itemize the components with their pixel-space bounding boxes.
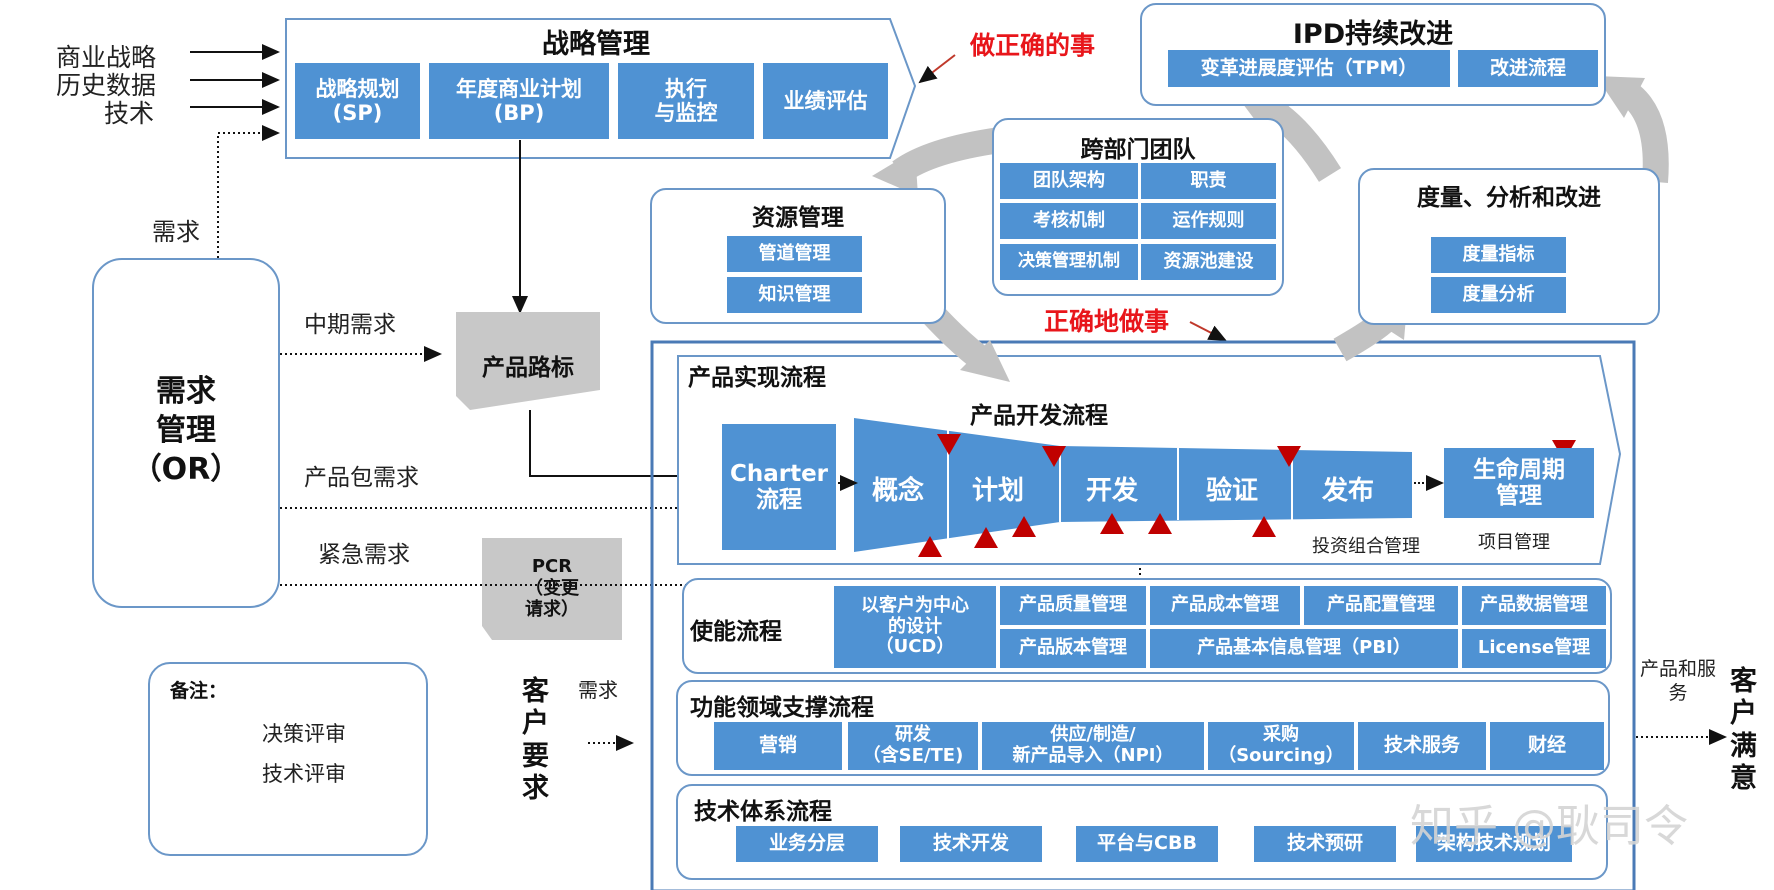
demand-mgmt-title: 需求 管理 （OR） <box>131 374 241 487</box>
do-things-right-label: 正确地做事 <box>1044 307 1170 336</box>
enabling-config[interactable]: 产品配置管理 <box>1304 586 1458 625</box>
enabling-ucd[interactable]: 以客户为中心 的设计 （UCD） <box>834 586 996 668</box>
measure-title: 度量、分析和改进 <box>1417 185 1601 211</box>
strategy-title: 战略管理 <box>542 29 650 60</box>
strategy-item-bp[interactable]: 年度商业计划 (BP) <box>429 63 609 139</box>
team-item-assessment[interactable]: 考核机制 <box>1000 203 1138 239</box>
tech-title: 技术体系流程 <box>694 799 832 825</box>
resource-item-knowledge[interactable]: 知识管理 <box>727 277 862 313</box>
strategy-item-execution[interactable]: 执行 与监控 <box>618 63 754 139</box>
project-management-label: 项目管理 <box>1478 532 1550 553</box>
input-historical-data: 历史数据 <box>56 71 157 100</box>
legend-decision-review: 决策评审 <box>262 722 346 746</box>
legend-technical-review: 技术评审 <box>262 762 346 786</box>
input-technology: 技术 <box>104 99 155 128</box>
team-item-duty[interactable]: 职责 <box>1141 163 1276 199</box>
portfolio-management-label: 投资组合管理 <box>1312 536 1420 557</box>
enabling-quality[interactable]: 产品质量管理 <box>1000 586 1146 625</box>
tech-development[interactable]: 技术开发 <box>900 826 1042 862</box>
tech-business-layer[interactable]: 业务分层 <box>736 826 878 862</box>
charter-process[interactable]: Charter 流程 <box>722 424 836 550</box>
functional-title: 功能领域支撑流程 <box>690 695 874 721</box>
mid-term-demand-label: 中期需求 <box>304 312 396 338</box>
phase-release[interactable]: 发布 <box>1322 476 1375 506</box>
functional-finance[interactable]: 财经 <box>1490 722 1604 770</box>
strategy-item-sp[interactable]: 战略规划 (SP) <box>295 63 420 139</box>
lifecycle-management[interactable]: 生命周期 管理 <box>1444 448 1594 518</box>
products-services-label: 产品和服 务 <box>1640 658 1717 704</box>
measure-item-metrics[interactable]: 度量指标 <box>1431 237 1566 273</box>
dev-process-title: 产品开发流程 <box>970 403 1108 429</box>
functional-supply[interactable]: 供应/制造/ 新产品导入（NPI） <box>982 722 1204 770</box>
pcr-change-request[interactable]: PCR （变更 请求） <box>525 556 579 621</box>
input-business-strategy: 商业战略 <box>56 43 157 72</box>
customer-satisfaction-label: 客 户 满 意 <box>1730 666 1757 795</box>
cross-team-title: 跨部门团队 <box>1080 137 1196 163</box>
watermark: 知乎 @耿司令 <box>1410 801 1688 852</box>
functional-sourcing[interactable]: 采购 （Sourcing） <box>1208 722 1354 770</box>
package-demand-label: 产品包需求 <box>304 465 419 491</box>
ipd-item-improve[interactable]: 改进流程 <box>1458 50 1598 87</box>
realization-title: 产品实现流程 <box>688 365 826 391</box>
enabling-license[interactable]: License管理 <box>1462 629 1606 668</box>
ipd-item-tpm[interactable]: 变革进展度评估（TPM） <box>1168 50 1450 87</box>
tech-research[interactable]: 技术预研 <box>1254 826 1396 862</box>
functional-tech-service[interactable]: 技术服务 <box>1358 722 1486 770</box>
demand-label: 需求 <box>152 218 200 246</box>
phase-plan[interactable]: 计划 <box>972 476 1025 506</box>
phase-verify[interactable]: 验证 <box>1206 476 1259 506</box>
phase-develop[interactable]: 开发 <box>1086 476 1139 506</box>
tech-platform-cbb[interactable]: 平台与CBB <box>1076 826 1218 862</box>
enabling-cost[interactable]: 产品成本管理 <box>1150 586 1300 625</box>
enabling-pbi[interactable]: 产品基本信息管理（PBI） <box>1150 629 1458 668</box>
resource-item-pipeline[interactable]: 管道管理 <box>727 236 862 272</box>
customer-requirement-label: 客 户 要 求 <box>522 676 549 805</box>
resource-title: 资源管理 <box>752 205 844 231</box>
functional-rd[interactable]: 研发 （含SE/TE) <box>848 722 978 770</box>
product-roadmap[interactable]: 产品路标 <box>482 355 574 381</box>
urgent-demand-label: 紧急需求 <box>318 542 410 568</box>
enabling-data[interactable]: 产品数据管理 <box>1462 586 1606 625</box>
team-item-rules[interactable]: 运作规则 <box>1141 203 1276 239</box>
team-item-structure[interactable]: 团队架构 <box>1000 163 1138 199</box>
strategy-item-performance[interactable]: 业绩评估 <box>763 63 888 139</box>
enabling-title: 使能流程 <box>690 619 782 645</box>
phase-concept[interactable]: 概念 <box>872 476 925 506</box>
ipd-title: IPD持续改进 <box>1292 19 1454 50</box>
functional-marketing[interactable]: 营销 <box>714 722 842 770</box>
legend-panel <box>148 662 428 856</box>
customer-demand-label: 需求 <box>578 678 618 702</box>
team-item-decision[interactable]: 决策管理机制 <box>1000 244 1138 280</box>
tech-architecture[interactable]: 架构技术规划 <box>1416 826 1572 862</box>
measure-item-analysis[interactable]: 度量分析 <box>1431 277 1566 313</box>
enabling-version[interactable]: 产品版本管理 <box>1000 629 1146 668</box>
legend-title: 备注： <box>170 680 228 702</box>
do-right-thing-label: 做正确的事 <box>970 31 1096 60</box>
demand-mgmt-panel <box>92 258 280 608</box>
team-item-pool[interactable]: 资源池建设 <box>1141 244 1276 280</box>
